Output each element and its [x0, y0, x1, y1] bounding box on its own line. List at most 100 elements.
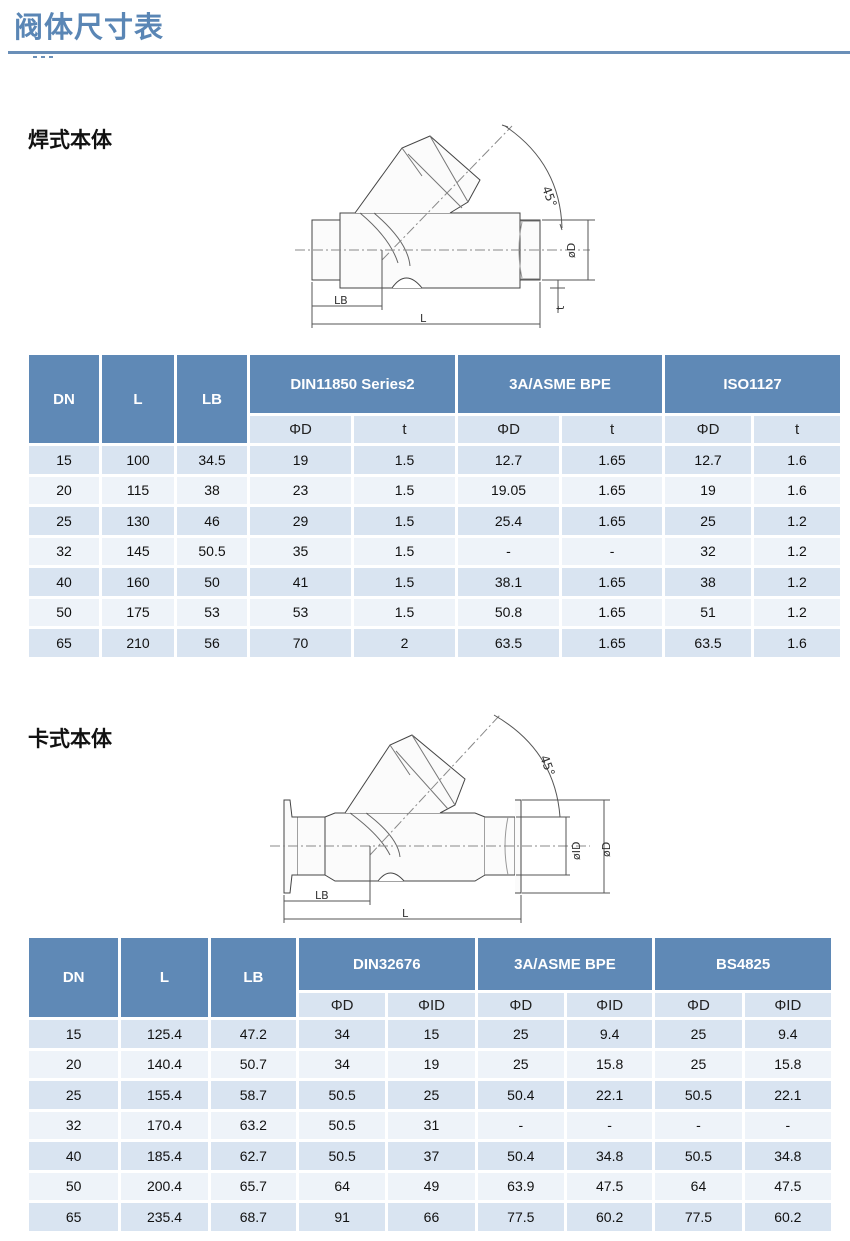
table-cell: 170.4 [121, 1111, 208, 1139]
table-cell: 15.8 [744, 1050, 831, 1078]
table-cell: 65 [29, 1203, 119, 1231]
table-cell: 32 [29, 537, 99, 565]
clamp-angle-label: 45° [537, 753, 557, 778]
table-cell: 115 [102, 476, 174, 504]
table-cell: 1.5 [354, 507, 456, 535]
title-dots [33, 56, 53, 58]
table-cell: 34.5 [177, 446, 247, 474]
table-cell: 200.4 [121, 1172, 208, 1200]
table-cell: 34 [298, 1050, 386, 1078]
table-cell: 9.4 [744, 1020, 831, 1048]
table-cell: 50.5 [177, 537, 247, 565]
table-cell: 50.8 [458, 598, 560, 626]
clamp-spec-table: DN L LB DIN32676 3A/ASME BPE BS4825 ΦD Φ… [26, 935, 834, 1234]
table-cell: 70 [250, 629, 351, 657]
table-cell: 49 [388, 1172, 475, 1200]
table-cell: 63.9 [477, 1172, 564, 1200]
group-3a-asme-bpe: 3A/ASME BPE [477, 938, 653, 990]
table-cell: 1.65 [562, 568, 663, 596]
col-l: L [121, 938, 208, 1017]
table-cell: 50.5 [298, 1142, 386, 1170]
table-cell: 50.5 [298, 1111, 386, 1139]
table-cell: 1.2 [754, 537, 841, 565]
table-cell: 34.8 [744, 1142, 831, 1170]
table-cell: 125.4 [121, 1020, 208, 1048]
table-cell: 50.4 [477, 1081, 564, 1109]
table-cell: 1.5 [354, 537, 456, 565]
table-cell: 77.5 [477, 1203, 564, 1231]
table-cell: - [655, 1111, 742, 1139]
table-cell: 47.2 [210, 1020, 296, 1048]
table-cell: 1.2 [754, 598, 841, 626]
table-cell: 38.1 [458, 568, 560, 596]
group-bs4825: BS4825 [655, 938, 831, 990]
table-cell: 41 [250, 568, 351, 596]
sub-col-d: ΦD [250, 416, 351, 443]
table-cell: 15 [29, 446, 99, 474]
table-cell: 34 [298, 1020, 386, 1048]
table-cell: 210 [102, 629, 174, 657]
table-cell: 25 [655, 1050, 742, 1078]
table-cell: 175 [102, 598, 174, 626]
table-cell: 64 [655, 1172, 742, 1200]
table-cell: 20 [29, 476, 99, 504]
table-cell: 19 [250, 446, 351, 474]
table-cell: 12.7 [665, 446, 752, 474]
table-cell: 15.8 [566, 1050, 653, 1078]
table-cell: - [562, 537, 663, 565]
weld-spec-table: DN L LB DIN11850 Series2 3A/ASME BPE ISO… [26, 352, 843, 660]
table-cell: 37 [388, 1142, 475, 1170]
sub-col-id: ΦID [566, 993, 653, 1017]
table-cell: 53 [250, 598, 351, 626]
table-cell: 77.5 [655, 1203, 742, 1231]
group-3a-asme-bpe: 3A/ASME BPE [458, 355, 663, 413]
table-cell: 25.4 [458, 507, 560, 535]
table-cell: - [744, 1111, 831, 1139]
table-cell: 66 [388, 1203, 475, 1231]
table-cell: - [477, 1111, 564, 1139]
title-rule [8, 51, 850, 54]
table-cell: 25 [29, 1081, 119, 1109]
weld-l-label: L [420, 312, 427, 325]
table-cell: 145 [102, 537, 174, 565]
clamp-body-drawing: 45° øID øD LB L [270, 714, 613, 923]
weld-t-label: t [554, 305, 567, 310]
clamp-lb-label: LB [315, 889, 329, 902]
table-cell: 235.4 [121, 1203, 208, 1231]
table-cell: 15 [388, 1020, 475, 1048]
table-cell: 35 [250, 537, 351, 565]
table-cell: 50 [29, 598, 99, 626]
table-cell: 58.7 [210, 1081, 296, 1109]
table-cell: 15 [29, 1020, 119, 1048]
sub-col-d: ΦD [298, 993, 386, 1017]
table-cell: 56 [177, 629, 247, 657]
table-cell: 25 [655, 1020, 742, 1048]
sub-col-t: t [562, 416, 663, 443]
sub-col-id: ΦID [388, 993, 475, 1017]
table-cell: 63.5 [458, 629, 560, 657]
sub-col-id: ΦID [744, 993, 831, 1017]
table-cell: 1.5 [354, 568, 456, 596]
sub-col-d: ΦD [458, 416, 560, 443]
table-cell: 63.5 [665, 629, 752, 657]
table-cell: 1.2 [754, 507, 841, 535]
table-cell: 25 [29, 507, 99, 535]
table-cell: 1.5 [354, 446, 456, 474]
table-cell: 53 [177, 598, 247, 626]
table-cell: 130 [102, 507, 174, 535]
weld-lb-label: LB [334, 294, 348, 307]
table-cell: 19 [665, 476, 752, 504]
table-cell: 185.4 [121, 1142, 208, 1170]
table-cell: 68.7 [210, 1203, 296, 1231]
table-cell: 25 [665, 507, 752, 535]
